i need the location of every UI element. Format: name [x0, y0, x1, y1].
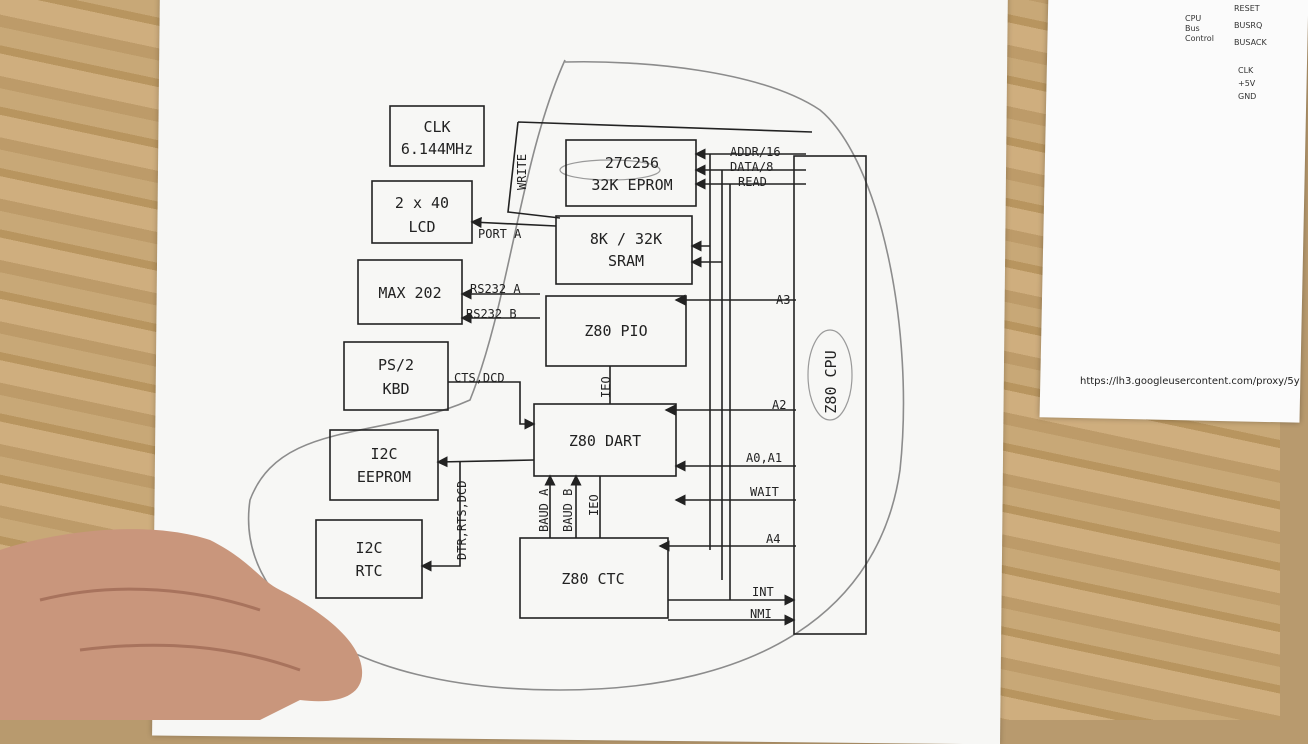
eprom-box — [565, 139, 697, 207]
rtc-label-2: RTC — [355, 562, 382, 580]
hand — [0, 529, 363, 720]
clk-box — [389, 105, 485, 167]
dtr-rts-dcd-label: DTR,RTS,DCD — [455, 481, 469, 560]
eeprom-box — [329, 429, 439, 501]
eprom-label-2: 32K EPROM — [591, 176, 672, 194]
bus-verticals — [709, 154, 731, 600]
write-line — [507, 121, 813, 219]
sram-label-1: 8K / 32K — [590, 230, 662, 248]
pencil-circle — [807, 329, 853, 421]
eeprom-link — [436, 456, 535, 468]
eeprom-label-2: EEPROM — [357, 468, 411, 486]
lcd-label-2: LCD — [408, 218, 435, 236]
cts-dcd-label: CTS,DCD — [454, 371, 505, 385]
cpu-box — [793, 155, 867, 635]
pencil-outline — [247, 59, 905, 691]
dart-label: Z80 DART — [569, 432, 641, 450]
clk-label-1: CLK — [423, 118, 450, 136]
port-a-line — [470, 216, 557, 229]
lcd-label-1: 2 x 40 — [395, 194, 449, 212]
cts-dcd-line — [448, 381, 536, 430]
eeprom-label-1: I2C — [370, 445, 397, 463]
block-diagram: CLK 6.144MHz 2 x 40 LCD MAX 202 PS/2 KBD… — [247, 59, 905, 691]
lcd-box — [371, 180, 473, 244]
pio-label: Z80 PIO — [584, 322, 647, 340]
power-pin-list: CLK +5V GND — [1238, 64, 1256, 103]
pin-reset: RESET — [1234, 4, 1260, 13]
ieo-pio-label: IEO — [599, 376, 613, 398]
rtc-label-1: I2C — [355, 539, 382, 557]
nmi-label: NMI — [750, 607, 772, 621]
dart-box — [533, 403, 677, 477]
pin-clk: CLK — [1238, 66, 1254, 75]
baud-b-label: BAUD B — [561, 489, 575, 532]
ctc-label: Z80 CTC — [561, 570, 624, 588]
ps2-box — [343, 341, 449, 411]
sram-label-2: SRAM — [608, 252, 644, 270]
cpu-bus-control-label: CPU Bus Control — [1185, 14, 1214, 44]
rs232b-label: RS232 B — [466, 307, 517, 321]
int-label: INT — [752, 585, 774, 599]
pin-gnd: GND — [1238, 92, 1257, 101]
bus-pin-list: RESET BUSRQ BUSACK — [1234, 0, 1267, 51]
pencil-circle — [559, 159, 661, 181]
clk-label-2: 6.144MHz — [401, 140, 473, 158]
ps2-label-1: PS/2 — [378, 356, 414, 374]
rs232a-label: RS232 A — [470, 282, 521, 296]
side-label-control: Control — [1185, 34, 1214, 43]
port-a-label: PORT A — [478, 227, 522, 241]
sram-box — [555, 215, 693, 285]
cpu-label: Z80 CPU — [822, 350, 840, 413]
side-label-cpu: CPU — [1185, 14, 1202, 23]
ieo-dart-label: IEO — [587, 494, 601, 516]
ps2-label-2: KBD — [382, 380, 409, 398]
max202-label: MAX 202 — [378, 284, 441, 302]
addr-label: ADDR/16 — [730, 145, 781, 159]
pin-5v: +5V — [1238, 79, 1256, 88]
pin-busack: BUSACK — [1234, 38, 1267, 47]
a0a1-label: A0,A1 — [746, 451, 782, 465]
source-url: https://lh3.googleusercontent.com/proxy/… — [1080, 376, 1300, 387]
a2-label: A2 — [772, 398, 786, 412]
wait-label: WAIT — [750, 485, 779, 499]
write-label: WRITE — [515, 154, 529, 190]
a3-label: A3 — [776, 293, 790, 307]
a4-label: A4 — [766, 532, 780, 546]
pio-box — [545, 295, 687, 367]
read-label: READ — [738, 175, 767, 189]
dtr-rts-dcd-line — [420, 462, 461, 572]
baud-a-label: BAUD A — [537, 488, 551, 532]
pin-busrq: BUSRQ — [1234, 21, 1263, 30]
eprom-label-1: 27C256 — [605, 154, 659, 172]
rtc-box — [315, 519, 423, 599]
side-label-bus: Bus — [1185, 24, 1200, 33]
ctc-box — [519, 537, 669, 619]
data-label: DATA/8 — [730, 160, 773, 174]
